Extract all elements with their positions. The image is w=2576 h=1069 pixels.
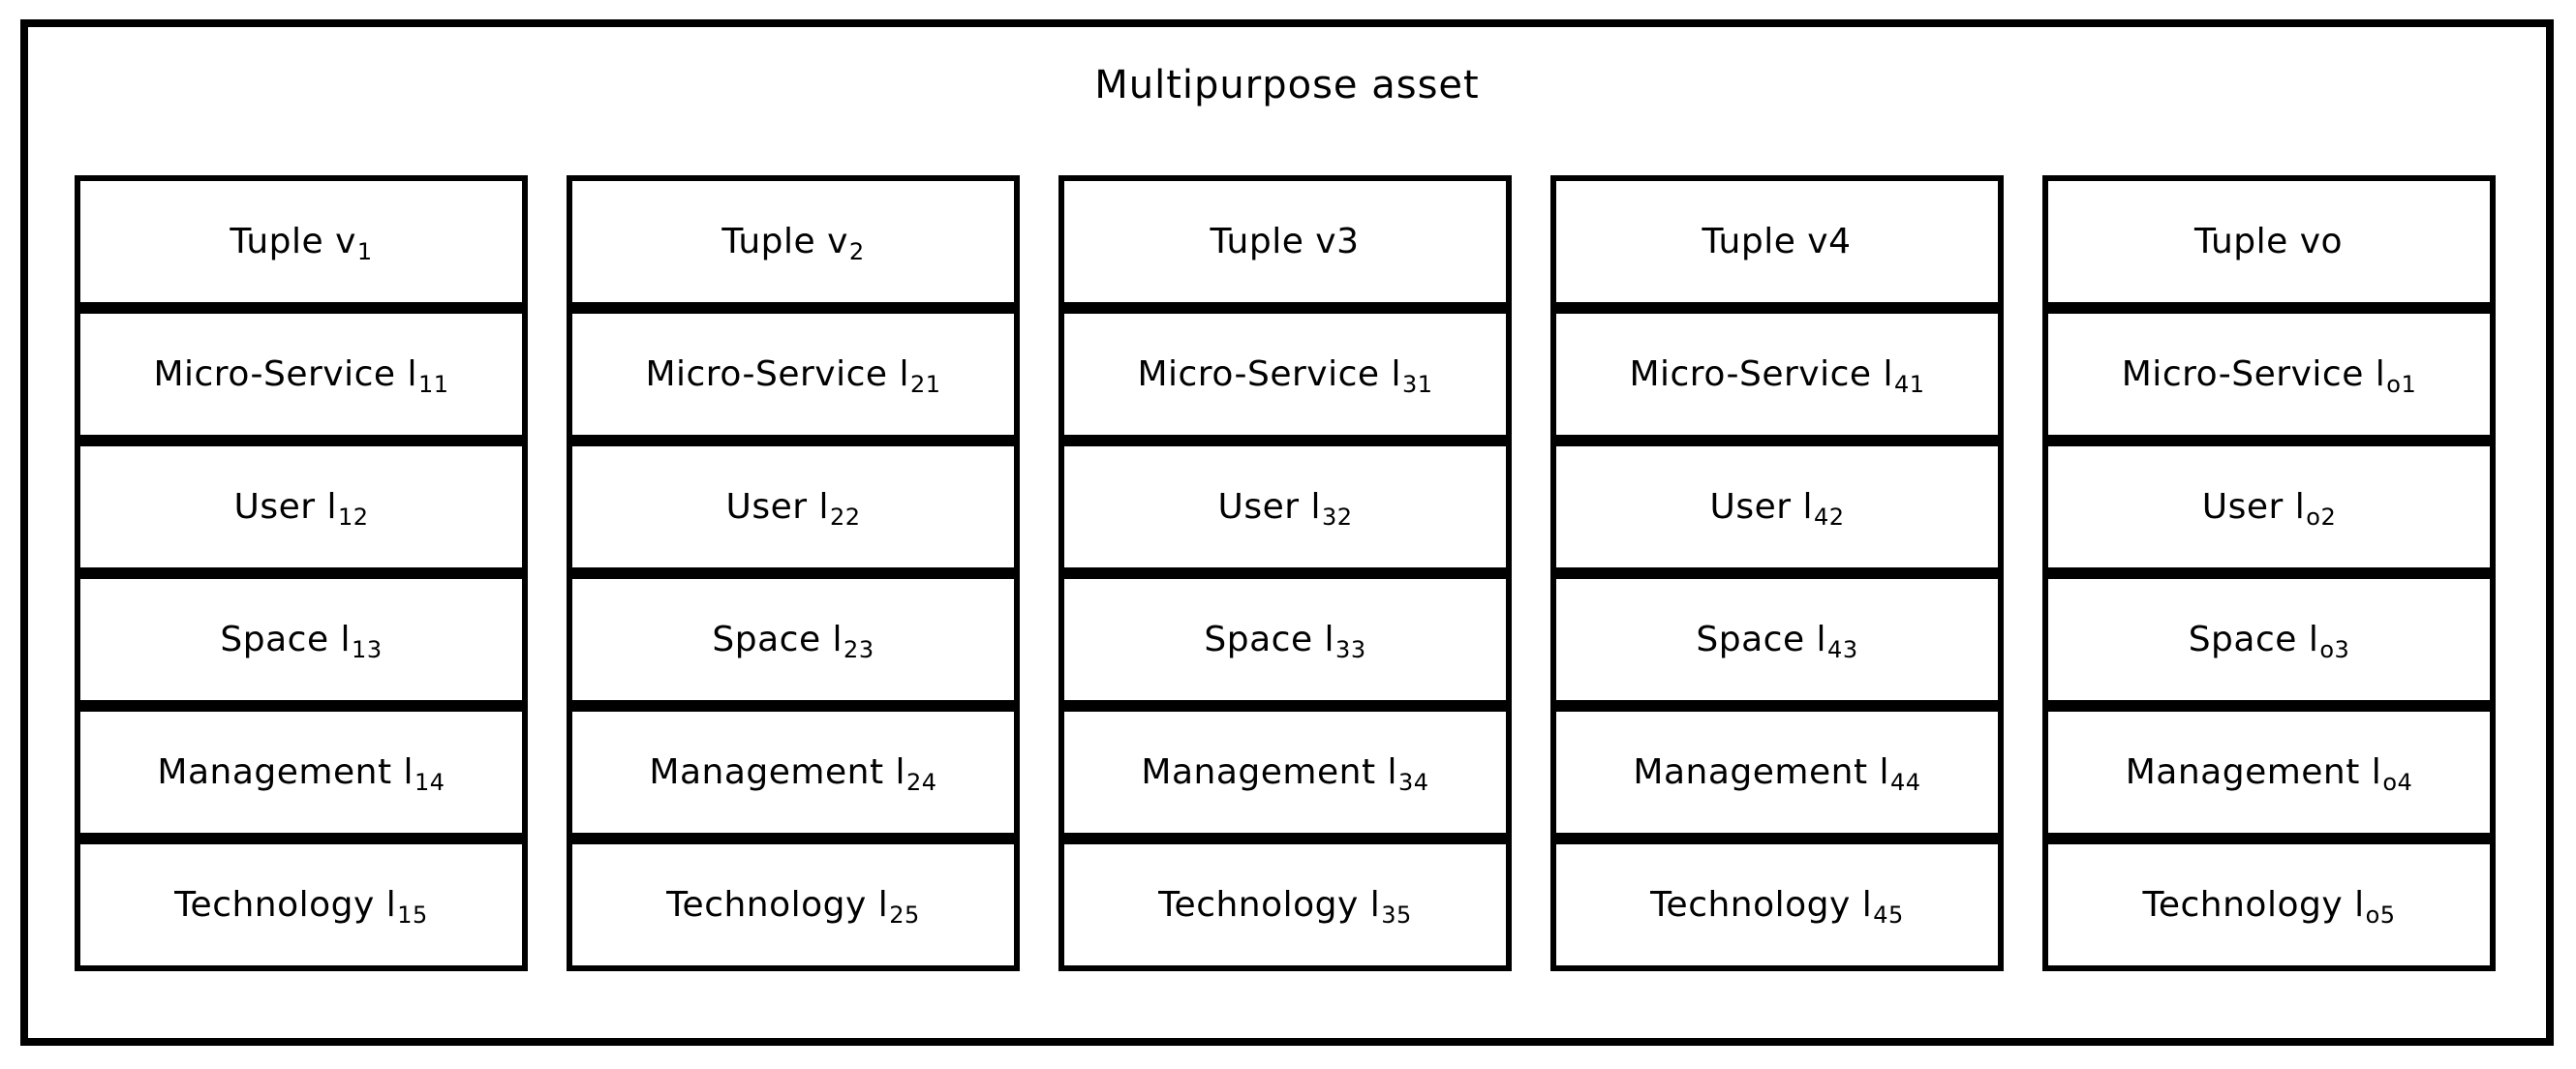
layer-label: Space l — [220, 620, 352, 659]
layer-label: Space l — [1204, 620, 1335, 659]
tuple-header-label: Tuple vo — [2193, 222, 2344, 261]
tuple-header-label: Tuple v — [721, 222, 848, 261]
layer-label: Micro-Service l — [2121, 354, 2386, 394]
layer-label: Management l — [157, 752, 414, 792]
tuple-header-label: Tuple v4 — [1702, 222, 1852, 261]
layer-label: User l — [233, 487, 337, 527]
layer-label: Micro-Service l — [645, 354, 909, 394]
diagram-title: Multipurpose asset — [1094, 63, 1480, 107]
layer-label: Technology l — [1158, 885, 1381, 925]
layer-label: User l — [2201, 487, 2306, 527]
layer-label: Space l — [712, 620, 843, 659]
layer-label: Technology l — [2142, 885, 2365, 925]
tuple-header-cell: Tuple vo — [2042, 175, 2496, 308]
tuple-header-cell: Tuple v4 — [1550, 175, 2004, 308]
layer-label: Micro-Service l — [1137, 354, 1401, 394]
layer-label: Management l — [1141, 752, 1398, 792]
layer-label: Management l — [649, 752, 906, 792]
tuple-header-cell: Tuple v3 — [1058, 175, 1512, 308]
layer-label: Technology l — [666, 885, 889, 925]
tuple-header-label: Tuple v — [230, 222, 356, 261]
tuple-header-label: Tuple v3 — [1210, 222, 1360, 261]
layer-label: Management l — [1633, 752, 1890, 792]
layer-label: User l — [1217, 487, 1321, 527]
layer-label: Technology l — [1650, 885, 1873, 925]
layer-label: Technology l — [174, 885, 397, 925]
layer-label: Space l — [2188, 620, 2319, 659]
layer-label: Micro-Service l — [153, 354, 417, 394]
layer-label: User l — [725, 487, 829, 527]
layer-label: Micro-Service l — [1629, 354, 1893, 394]
layer-label: User l — [1709, 487, 1813, 527]
layer-label: Management l — [2125, 752, 2382, 792]
layer-label: Space l — [1696, 620, 1827, 659]
